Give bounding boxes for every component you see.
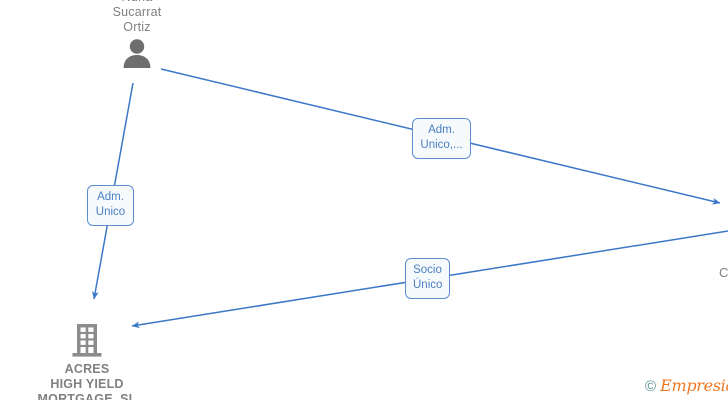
watermark-brand-text: Empresia: [660, 376, 728, 395]
watermark: © Empresia: [645, 378, 728, 394]
building-icon[interactable]: [69, 322, 105, 358]
node-person[interactable]: Nuria Sucarrat Ortiz: [67, 0, 207, 68]
copyright-icon: ©: [645, 377, 657, 395]
node-company-label: ACRES HIGH YIELD MORTGAGE, SL: [37, 362, 137, 400]
edge-label-socio-unico[interactable]: Socio Único: [405, 258, 450, 299]
person-icon[interactable]: [120, 38, 154, 68]
node-right-partial-label: C: [719, 265, 728, 280]
node-person-label: Nuria Sucarrat Ortiz: [112, 0, 162, 34]
edge-label-adm-unico[interactable]: Adm. Unico: [87, 185, 134, 226]
node-company[interactable]: ACRES HIGH YIELD MORTGAGE, SL: [17, 322, 157, 400]
edge-label-adm-unico-truncated[interactable]: Adm. Unico,...: [412, 118, 471, 159]
